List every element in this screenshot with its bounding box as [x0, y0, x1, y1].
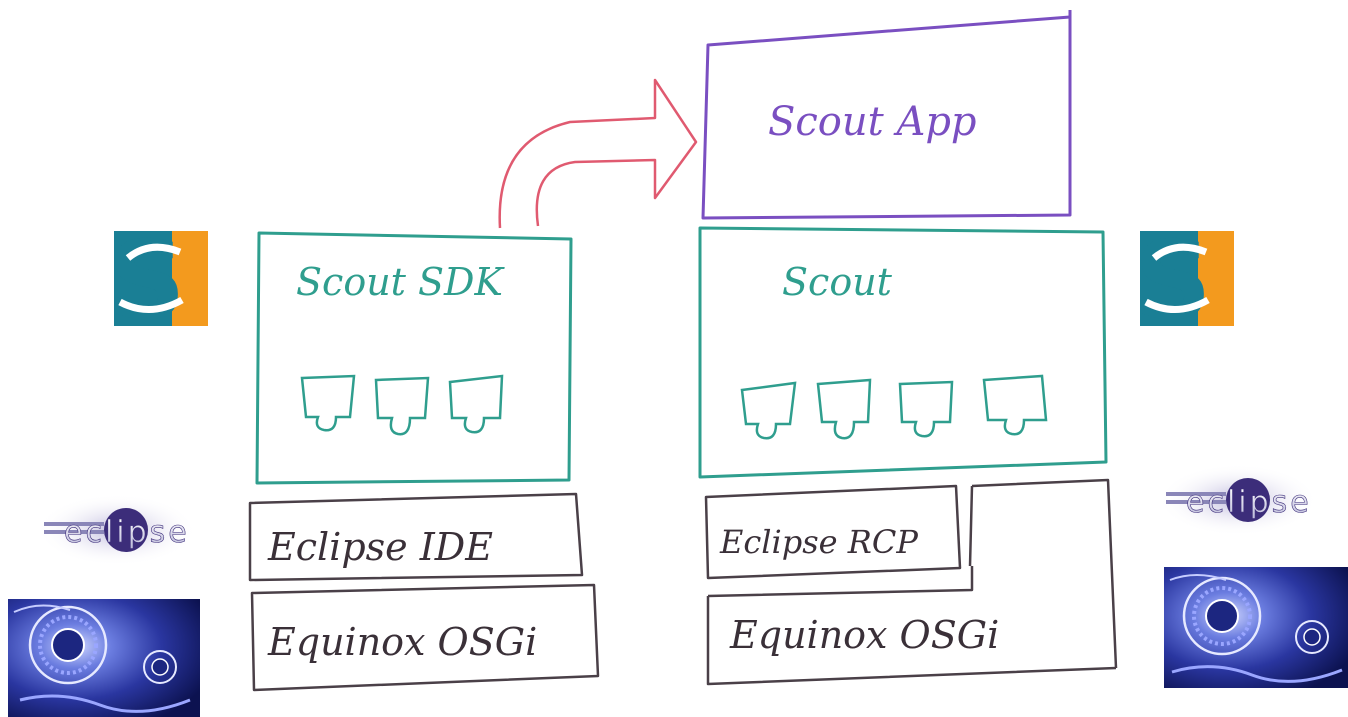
plugin-icon — [300, 374, 356, 432]
eclipse-ide-box — [248, 492, 584, 582]
eclipse-rcp-label: Eclipse RCP — [719, 523, 918, 561]
svg-text:eclipse: eclipse — [1186, 485, 1312, 520]
scout-label: Scout — [782, 260, 893, 304]
equinox-osgi-box-right — [706, 566, 1117, 686]
scout-box — [698, 226, 1108, 479]
plugin-icon — [374, 376, 430, 436]
eclipse-rcp-box — [704, 484, 962, 580]
plugin-icon — [898, 380, 954, 438]
osgi-extension-outline — [968, 478, 1118, 669]
scout-app-box — [701, 15, 1072, 220]
eclipse-logo-left: eclipse — [37, 494, 197, 566]
eclipse-logo-right: eclipse — [1158, 464, 1318, 536]
scout-app-label: Scout App — [768, 99, 977, 145]
plugin-icon — [448, 374, 504, 434]
scout-logo-left: S — [108, 219, 208, 344]
svg-text:S: S — [108, 219, 186, 344]
plugin-icon — [982, 374, 1048, 436]
equinox-osgi-label-right: Equinox OSGi — [729, 613, 999, 657]
deploy-arrow — [498, 78, 698, 229]
scout-logo-right: S — [1134, 219, 1234, 344]
plugin-icon — [816, 378, 872, 440]
svg-text:S: S — [1134, 219, 1212, 344]
equinox-fractal-image-right — [1164, 567, 1348, 688]
plugin-icon — [740, 381, 797, 440]
equinox-fractal-image-left — [8, 599, 200, 717]
svg-text:eclipse: eclipse — [64, 515, 190, 550]
sdk-plugin-icons — [300, 374, 504, 436]
scout-plugin-icons — [740, 374, 1048, 440]
scout-sdk-label: Scout SDK — [296, 260, 506, 304]
equinox-osgi-box-left — [250, 583, 600, 692]
eclipse-ide-label: Eclipse IDE — [267, 525, 493, 569]
equinox-osgi-label-left: Equinox OSGi — [267, 620, 537, 664]
scout-sdk-box — [255, 231, 573, 485]
